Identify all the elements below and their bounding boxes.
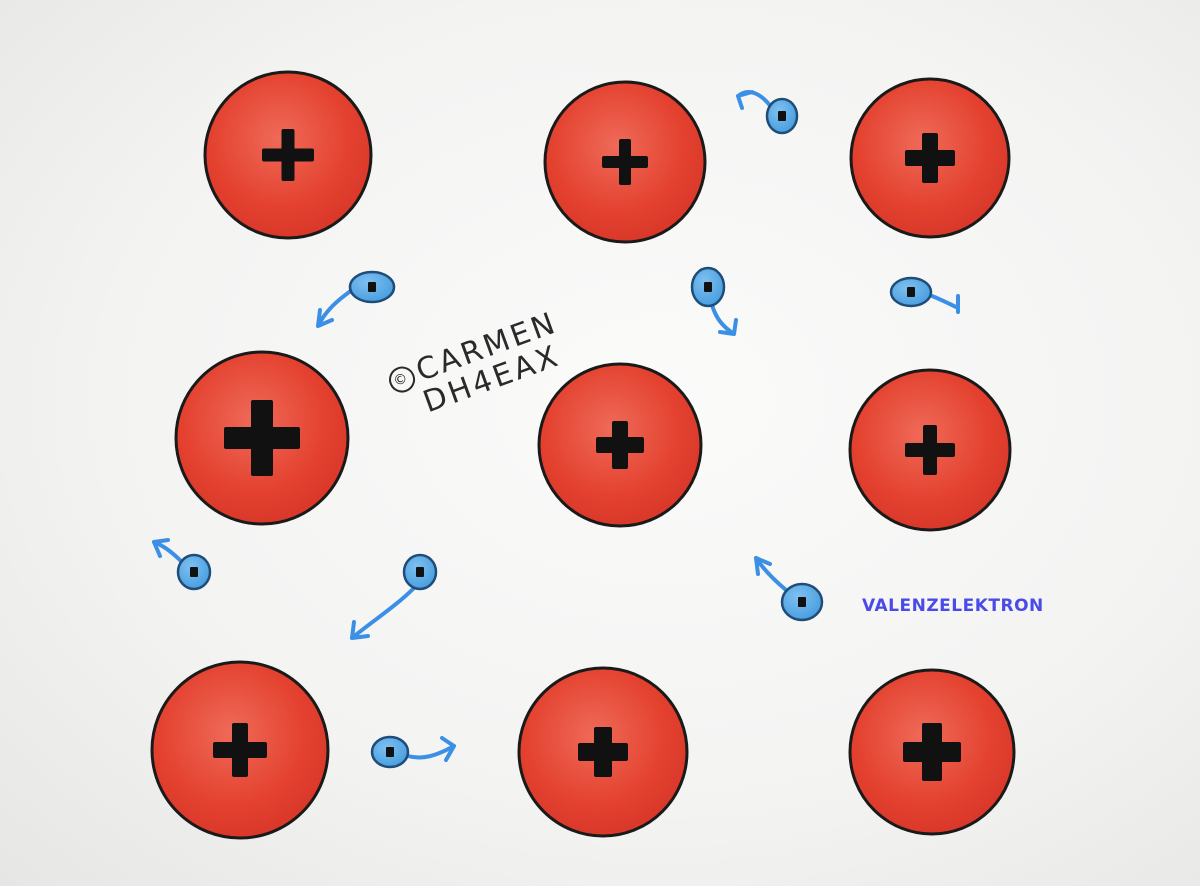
electron-1-minus-icon [778, 111, 786, 121]
ion-r1-c2 [545, 82, 705, 242]
ion-r3-c3 [850, 670, 1014, 834]
electron-6 [352, 555, 436, 638]
ion-r2-c1 [176, 352, 348, 524]
electron-8 [372, 737, 454, 767]
ion-r2-c3 [850, 370, 1010, 530]
electron-3-minus-icon [704, 282, 712, 292]
electron-7-minus-icon [798, 597, 806, 607]
electron-2 [318, 272, 394, 326]
electron-5-minus-icon [190, 567, 198, 577]
electron-7 [756, 558, 822, 620]
electron-8-minus-icon [386, 747, 394, 757]
ion-r1-c3 [851, 79, 1009, 237]
electron-5-arrow-icon [154, 540, 184, 564]
valence-electron-label: VALENZELEKTRON [862, 596, 1044, 616]
electron-8-arrow-icon [408, 738, 454, 760]
electron-5 [154, 540, 210, 589]
electron-2-arrow-icon [318, 290, 352, 326]
ion-r3-c2 [519, 668, 687, 836]
electron-7-arrow-icon [756, 558, 786, 590]
electron-1 [738, 92, 797, 133]
electron-6-minus-icon [416, 567, 424, 577]
electron-3 [692, 268, 736, 334]
electron-2-minus-icon [368, 282, 376, 292]
electron-4 [891, 278, 958, 312]
ion-r3-c1 [152, 662, 328, 838]
ion-r1-c1 [205, 72, 371, 238]
electron-1-arrow-icon [738, 92, 772, 108]
ion-r2-c2 [539, 364, 701, 526]
electron-4-arrow-icon [932, 296, 958, 312]
electron-3-arrow-icon [712, 305, 736, 334]
electron-4-minus-icon [907, 287, 915, 297]
electron-6-arrow-icon [352, 588, 414, 638]
